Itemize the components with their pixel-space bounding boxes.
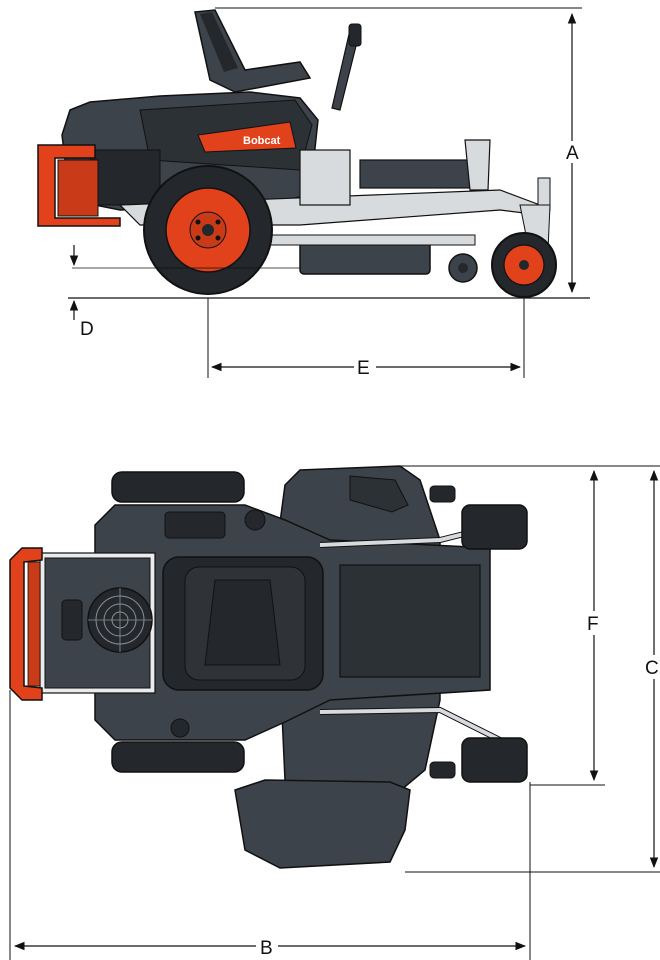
dimension-c-label: C [645,658,659,679]
front-caster-wheel-side [491,232,557,298]
dimension-f: F [530,469,605,786]
brand-logo-text: Bobcat [243,135,281,147]
dimension-c: C [400,465,660,873]
front-right-caster-top [461,737,528,783]
rear-left-tire-top [111,471,245,503]
seat-top [162,556,324,691]
dimension-d-label: D [80,319,94,340]
dimension-a: A [215,7,582,294]
dimension-d: D [69,245,300,340]
rear-wheel-side [143,165,273,295]
dimension-a-label: A [566,143,579,164]
side-view: Bobcat [37,7,590,379]
dimension-b: B [9,690,531,960]
rear-right-tire-top [111,741,245,773]
rear-bumper-top [9,547,43,701]
rear-bumper-side [37,144,121,227]
mower-deck-side [254,234,478,283]
dimension-e: E [207,298,525,379]
side-decal [197,121,297,153]
discharge-chute [234,779,411,869]
seat-side [194,9,312,93]
front-left-caster-top [461,504,528,550]
dimension-b-label: B [260,938,273,959]
foot-platform [339,564,481,678]
dimension-e-label: E [357,358,370,379]
top-view: C F B [9,465,660,960]
control-lever-side [331,23,362,111]
dimension-f-label: F [587,614,599,635]
